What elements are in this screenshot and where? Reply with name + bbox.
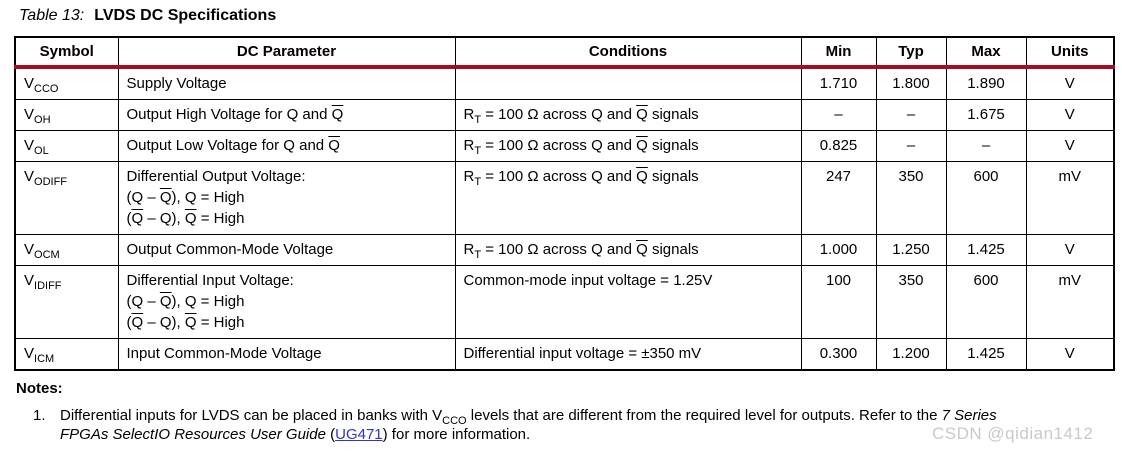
units-cell: V bbox=[1025, 338, 1115, 371]
typ-cell: 1.200 bbox=[875, 338, 947, 371]
notes-label: Notes: bbox=[16, 380, 63, 397]
units-cell: V bbox=[1025, 130, 1115, 162]
symbol-cell: VIDIFF bbox=[14, 265, 119, 339]
typ-cell: – bbox=[875, 99, 947, 131]
conditions-cell: RT = 100 Ω across Q and Q signals bbox=[454, 234, 802, 266]
typ-cell: – bbox=[875, 130, 947, 162]
typ-cell: 1.250 bbox=[875, 234, 947, 266]
parameter-cell: Differential Output Voltage:(Q – Q), Q =… bbox=[117, 161, 456, 235]
conditions-cell: Common-mode input voltage = 1.25V bbox=[454, 265, 802, 339]
units-cell: V bbox=[1025, 234, 1115, 266]
col-header-typ: Typ bbox=[875, 36, 947, 69]
symbol-cell: VODIFF bbox=[14, 161, 119, 235]
conditions-cell: Differential input voltage = ±350 mV bbox=[454, 338, 802, 371]
symbol-cell: VOL bbox=[14, 130, 119, 162]
min-cell: 247 bbox=[800, 161, 877, 235]
col-header-units: Units bbox=[1025, 36, 1115, 69]
parameter-cell: Supply Voltage bbox=[117, 66, 456, 100]
parameter-cell: Input Common-Mode Voltage bbox=[117, 338, 456, 371]
notes-list: 1. Differential inputs for LVDS can be pl… bbox=[16, 406, 1106, 444]
conditions-cell: RT = 100 Ω across Q and Q signals bbox=[454, 161, 802, 235]
max-cell: 1.675 bbox=[945, 99, 1027, 131]
watermark: CSDN @qidian1412 bbox=[932, 424, 1094, 443]
note-number: 1. bbox=[33, 407, 46, 424]
min-cell: 0.825 bbox=[800, 130, 877, 162]
typ-cell: 350 bbox=[875, 161, 947, 235]
min-cell: 100 bbox=[800, 265, 877, 339]
max-cell: 1.890 bbox=[945, 66, 1027, 100]
parameter-cell: Differential Input Voltage:(Q – Q), Q = … bbox=[117, 265, 456, 339]
max-cell: – bbox=[945, 130, 1027, 162]
units-cell: mV bbox=[1025, 265, 1115, 339]
col-header-min: Min bbox=[800, 36, 877, 69]
conditions-cell: RT = 100 Ω across Q and Q signals bbox=[454, 130, 802, 162]
min-cell: 1.000 bbox=[800, 234, 877, 266]
parameter-cell: Output Common-Mode Voltage bbox=[117, 234, 456, 266]
conditions-cell bbox=[454, 66, 802, 100]
table-caption-text: LVDS DC Specifications bbox=[94, 7, 277, 24]
col-header-conditions: Conditions bbox=[454, 36, 802, 69]
notes-section: Notes: 1. Differential inputs for LVDS ca… bbox=[16, 379, 1106, 444]
max-cell: 600 bbox=[945, 161, 1027, 235]
note-text: Differential inputs for LVDS can be plac… bbox=[60, 407, 997, 443]
page-title: Table 13: LVDS DC Specifications bbox=[19, 7, 276, 25]
symbol-cell: VOH bbox=[14, 99, 119, 131]
max-cell: 1.425 bbox=[945, 234, 1027, 266]
min-cell: 0.300 bbox=[800, 338, 877, 371]
symbol-cell: VOCM bbox=[14, 234, 119, 266]
typ-cell: 350 bbox=[875, 265, 947, 339]
ug471-link[interactable]: UG471 bbox=[335, 426, 383, 443]
parameter-cell: Output Low Voltage for Q and Q bbox=[117, 130, 456, 162]
conditions-cell: RT = 100 Ω across Q and Q signals bbox=[454, 99, 802, 131]
max-cell: 1.425 bbox=[945, 338, 1027, 371]
col-header-dc-parameter: DC Parameter bbox=[117, 36, 456, 69]
table-caption-number: Table 13: bbox=[19, 7, 85, 24]
symbol-cell: VICM bbox=[14, 338, 119, 371]
max-cell: 600 bbox=[945, 265, 1027, 339]
col-header-max: Max bbox=[945, 36, 1027, 69]
units-cell: mV bbox=[1025, 161, 1115, 235]
note-item: 1. Differential inputs for LVDS can be pl… bbox=[16, 406, 1106, 444]
units-cell: V bbox=[1025, 66, 1115, 100]
typ-cell: 1.800 bbox=[875, 66, 947, 100]
col-header-symbol: Symbol bbox=[14, 36, 119, 69]
units-cell: V bbox=[1025, 99, 1115, 131]
parameter-cell: Output High Voltage for Q and Q bbox=[117, 99, 456, 131]
min-cell: 1.710 bbox=[800, 66, 877, 100]
symbol-cell: VCCO bbox=[14, 66, 119, 100]
min-cell: – bbox=[800, 99, 877, 131]
